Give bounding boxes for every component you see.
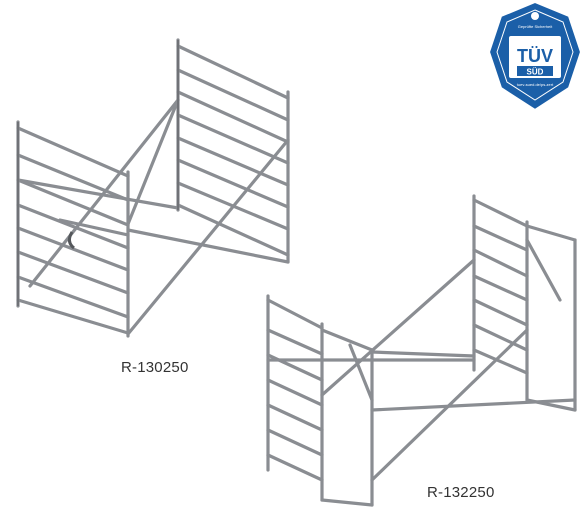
svg-text:SÜD: SÜD xyxy=(527,68,544,77)
svg-text:tuev-sued.de/ps-zert: tuev-sued.de/ps-zert xyxy=(517,82,554,87)
svg-text:TÜV: TÜV xyxy=(517,46,553,66)
product-code-r132250: R-132250 xyxy=(427,484,495,501)
tuv-sud-certification-seal: TÜV SÜD tuev-sued.de/ps-zert Geprüfte Si… xyxy=(487,0,583,112)
svg-text:Geprüfte Sicherheit: Geprüfte Sicherheit xyxy=(518,24,553,29)
product-code-r130250: R-130250 xyxy=(121,359,189,376)
